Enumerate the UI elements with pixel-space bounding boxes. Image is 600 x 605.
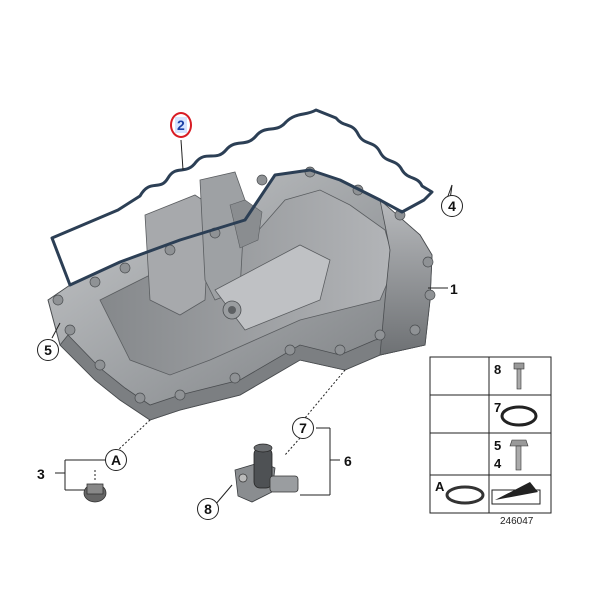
oil-sensor — [234, 443, 299, 503]
callout-a[interactable]: A — [105, 449, 127, 471]
diagram-id: 246047 — [500, 516, 534, 527]
callout-6[interactable]: 6 — [344, 453, 352, 469]
highlight-ring — [170, 112, 192, 138]
callout-5[interactable]: 5 — [37, 339, 59, 361]
legend-box — [429, 356, 552, 514]
oil-pan — [47, 166, 436, 421]
callout-4[interactable]: 4 — [441, 195, 463, 217]
gasket — [50, 108, 434, 287]
legend-label-a: A — [435, 479, 445, 494]
callout-1[interactable]: 1 — [450, 281, 458, 297]
legend-label-8: 8 — [494, 362, 502, 377]
legend-label-4: 4 — [494, 456, 502, 471]
legend-label-7: 7 — [494, 400, 502, 415]
legend-label-5: 5 — [494, 438, 502, 453]
callout-8[interactable]: 8 — [197, 498, 219, 520]
callout-3[interactable]: 3 — [37, 466, 45, 482]
drain-plug — [83, 470, 107, 503]
callout-7[interactable]: 7 — [292, 417, 314, 439]
callout-2[interactable]: 2 — [175, 117, 187, 133]
